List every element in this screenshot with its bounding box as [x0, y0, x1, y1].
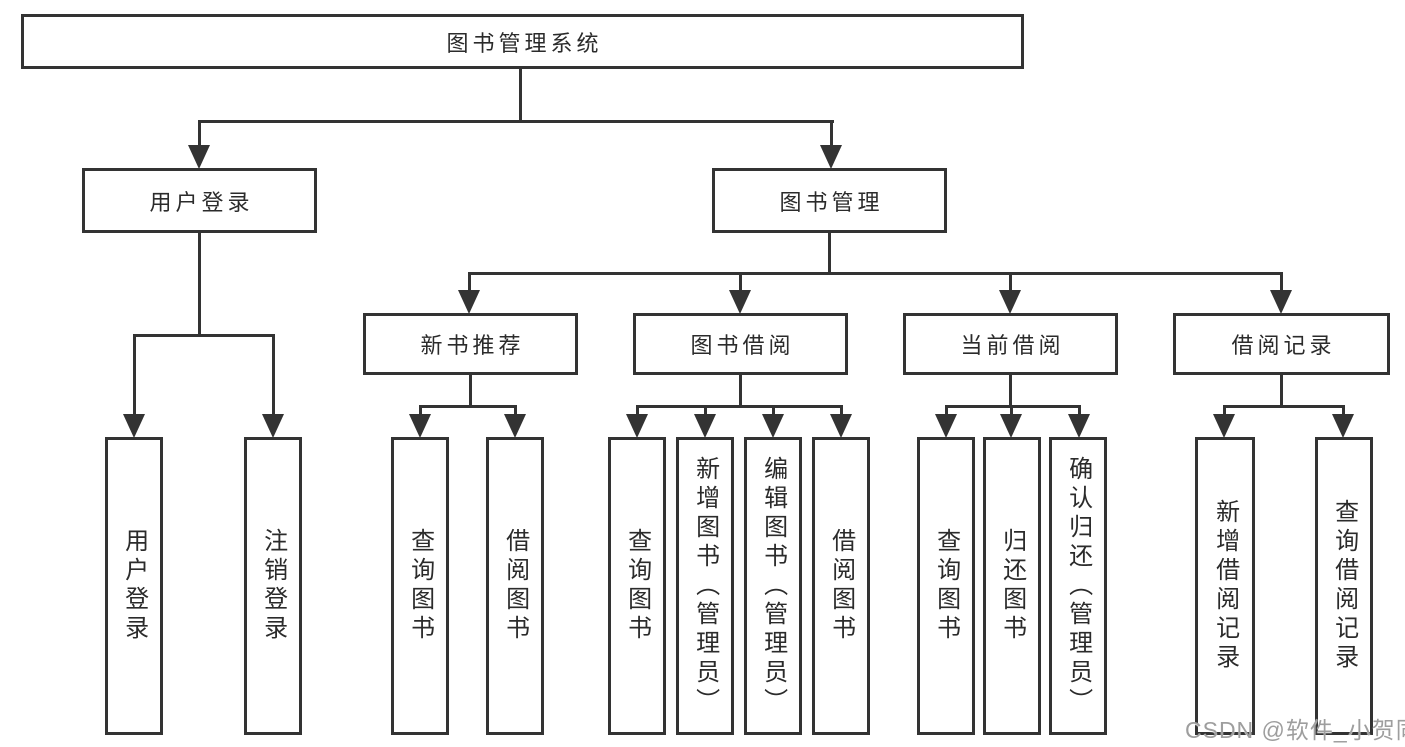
node-label: 借阅记录	[1231, 333, 1336, 358]
leaf-label: 新增借阅记录	[1211, 499, 1239, 673]
leaf-bb-borrow-books: 借阅图书	[812, 437, 870, 735]
connector-line	[704, 405, 707, 416]
connector-line	[1223, 405, 1226, 416]
connector-line	[1009, 373, 1012, 408]
arrow-down-icon	[1068, 414, 1090, 438]
arrow-down-icon	[999, 290, 1021, 314]
connector-line	[468, 272, 471, 293]
arrow-down-icon	[262, 414, 284, 438]
node-label: 图书管理系统	[446, 30, 603, 56]
node-library-management-system: 图书管理系统	[21, 14, 1024, 69]
arrow-down-icon	[123, 414, 145, 438]
node-user-login: 用户登录	[82, 168, 317, 233]
leaf-bb-query-books: 查询图书	[608, 437, 666, 735]
leaf-label: 编辑图书（管理员）	[759, 455, 787, 717]
node-label: 图书借阅	[690, 333, 795, 358]
leaf-label: 借阅图书	[827, 528, 855, 644]
connector-line	[772, 405, 775, 416]
connector-line	[519, 66, 522, 123]
leaf-label: 归还图书	[998, 528, 1026, 644]
connector-line	[419, 405, 422, 416]
connector-line	[1223, 405, 1345, 408]
arrow-down-icon	[626, 414, 648, 438]
connector-line	[469, 373, 472, 408]
connector-line	[468, 272, 1282, 275]
arrow-down-icon	[935, 414, 957, 438]
connector-line	[514, 405, 517, 416]
connector-line	[828, 231, 831, 275]
leaf-label: 用户登录	[120, 528, 148, 644]
connector-line	[945, 405, 1081, 408]
leaf-label: 查询图书	[932, 528, 960, 644]
connector-line	[636, 405, 843, 408]
connector-line	[133, 334, 275, 337]
connector-line	[1009, 272, 1012, 293]
arrow-down-icon	[458, 290, 480, 314]
node-label: 新书推荐	[420, 333, 525, 358]
connector-line	[739, 373, 742, 408]
connector-line	[830, 120, 833, 148]
connector-line	[1280, 272, 1283, 293]
node-book-borrowing: 图书借阅	[633, 313, 848, 375]
node-borrow-records: 借阅记录	[1173, 313, 1390, 375]
leaf-bb-add-books-admin: 新增图书（管理员）	[676, 437, 734, 735]
node-current-borrowing: 当前借阅	[903, 313, 1118, 375]
leaf-label: 新增图书（管理员）	[691, 455, 719, 717]
arrow-down-icon	[729, 290, 751, 314]
leaf-label: 注销登录	[259, 528, 287, 644]
leaf-nb-borrow-books: 借阅图书	[486, 437, 544, 735]
leaf-label: 确认归还（管理员）	[1064, 455, 1092, 717]
arrow-down-icon	[504, 414, 526, 438]
node-book-management: 图书管理	[712, 168, 947, 233]
connector-line	[198, 231, 201, 337]
leaf-cb-return-books: 归还图书	[983, 437, 1041, 735]
leaf-rec-add-borrow-record: 新增借阅记录	[1195, 437, 1255, 735]
leaf-rec-query-borrow-record: 查询借阅记录	[1315, 437, 1373, 735]
arrow-down-icon	[188, 145, 210, 169]
connector-line	[133, 334, 136, 417]
node-label: 用户登录	[149, 189, 254, 215]
connector-line	[198, 120, 834, 123]
leaf-logout: 注销登录	[244, 437, 302, 735]
connector-line	[636, 405, 639, 416]
connector-line	[840, 405, 843, 416]
leaf-label: 查询图书	[406, 528, 434, 644]
arrow-down-icon	[762, 414, 784, 438]
node-label: 图书管理	[779, 189, 884, 215]
leaf-user-login: 用户登录	[105, 437, 163, 735]
connector-line	[1078, 405, 1081, 416]
connector-line	[1280, 373, 1283, 408]
arrow-down-icon	[820, 145, 842, 169]
arrow-down-icon	[694, 414, 716, 438]
connector-line	[1010, 405, 1013, 416]
arrow-down-icon	[1213, 414, 1235, 438]
node-new-book-recommendation: 新书推荐	[363, 313, 578, 375]
arrow-down-icon	[830, 414, 852, 438]
connector-line	[945, 405, 948, 416]
connector-line	[198, 120, 201, 148]
leaf-nb-query-books: 查询图书	[391, 437, 449, 735]
connector-line	[419, 405, 517, 408]
arrow-down-icon	[1270, 290, 1292, 314]
connector-line	[272, 334, 275, 417]
leaf-label: 查询图书	[623, 528, 651, 644]
arrow-down-icon	[409, 414, 431, 438]
leaf-cb-query-books: 查询图书	[917, 437, 975, 735]
leaf-cb-confirm-return-admin: 确认归还（管理员）	[1049, 437, 1107, 735]
arrow-down-icon	[1332, 414, 1354, 438]
connector-line	[739, 272, 742, 293]
leaf-label: 查询借阅记录	[1330, 499, 1358, 673]
leaf-label: 借阅图书	[501, 528, 529, 644]
connector-line	[1342, 405, 1345, 416]
watermark-text: CSDN @软件_小贺同学	[1185, 717, 1405, 743]
arrow-down-icon	[1000, 414, 1022, 438]
node-label: 当前借阅	[960, 333, 1065, 358]
leaf-bb-edit-books-admin: 编辑图书（管理员）	[744, 437, 802, 735]
